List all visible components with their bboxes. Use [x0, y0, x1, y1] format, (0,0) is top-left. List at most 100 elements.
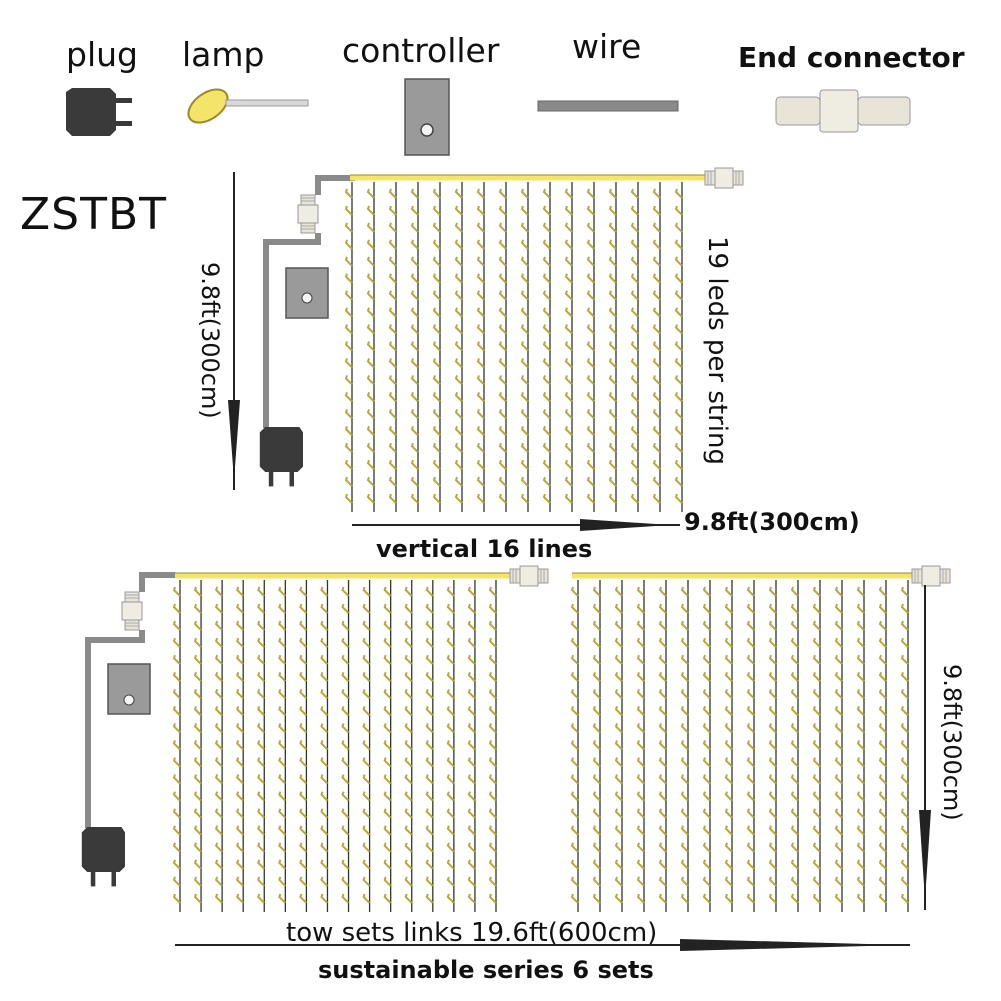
led-bulb [362, 842, 371, 853]
led-bulb [320, 723, 329, 734]
led-bulb [630, 307, 639, 318]
led-bulb [362, 620, 371, 631]
led-bulb [812, 808, 821, 819]
led-bulb [446, 876, 455, 887]
led-bulb [586, 375, 595, 386]
led-bulb [630, 256, 639, 267]
led-bulb [498, 324, 507, 335]
led-bulb [257, 706, 265, 717]
led-bulb [362, 706, 371, 717]
led-bulb [214, 893, 223, 904]
led-bulb [790, 671, 799, 682]
led-bulb [172, 757, 181, 768]
led-bulb [834, 654, 843, 665]
led-bulb [592, 859, 601, 870]
led-bulb [366, 290, 375, 301]
led-bulb [341, 808, 350, 819]
led-bulb [467, 723, 476, 734]
led-bulb [320, 791, 329, 802]
led-bulb [856, 637, 865, 648]
led-bulb [674, 358, 683, 369]
led-bulb [856, 620, 865, 631]
led-bulb [746, 706, 755, 717]
led-bulb [498, 307, 507, 318]
led-bulb [658, 671, 667, 682]
led-bulb [564, 222, 573, 233]
led-bulb [446, 723, 455, 734]
led-bulb [768, 808, 777, 819]
led-bulb [432, 205, 441, 216]
led-bulb [790, 688, 799, 700]
led-bulb [658, 757, 667, 768]
led-bulb [299, 586, 308, 597]
led-bulb [299, 757, 308, 768]
led-bulb [388, 375, 397, 386]
led-bulb [856, 603, 865, 614]
led-bulb [790, 637, 799, 648]
led-bulb [812, 654, 821, 665]
led-bulb [425, 723, 434, 734]
led-bulb [488, 688, 497, 700]
led-bulb [674, 256, 683, 267]
led-bulb [790, 808, 799, 819]
led-bulb [498, 188, 507, 199]
led-bulb [542, 239, 551, 250]
led-bulb [362, 586, 371, 597]
led-bulb [446, 893, 455, 904]
led-bulb [724, 723, 733, 734]
led-bulb [410, 256, 419, 267]
led-bulb [476, 273, 485, 284]
single-set-feed [259, 175, 355, 487]
led-bulb [383, 688, 392, 700]
led-bulb [900, 688, 909, 700]
led-bulb [746, 603, 755, 614]
led-bulb [467, 637, 476, 648]
led-bulb [432, 341, 441, 352]
led-bulb [383, 637, 392, 648]
led-bulb [446, 671, 455, 682]
led-bulb [564, 341, 573, 352]
led-bulb [388, 493, 397, 504]
led-bulb [630, 290, 639, 301]
led-bulb [878, 893, 887, 904]
led-bulb [425, 876, 434, 887]
led-bulb [172, 620, 181, 631]
led-bulb [564, 324, 573, 335]
led-bulb [320, 808, 329, 819]
led-bulb [404, 893, 413, 904]
led-bulb [257, 859, 265, 870]
led-bulb [214, 706, 223, 717]
led-bulb [812, 774, 821, 785]
led-bulb [746, 774, 755, 785]
led-bulb [236, 723, 244, 734]
led-bulb [410, 392, 419, 403]
led-bulb [476, 459, 485, 470]
led-bulb [278, 774, 287, 785]
led-bulb [383, 859, 392, 870]
led-bulb [636, 688, 645, 700]
led-bulb [446, 586, 455, 597]
led-bulb [446, 654, 455, 665]
led-bulb [467, 706, 476, 717]
led-bulb [834, 723, 843, 734]
led-bulb [592, 876, 601, 887]
led-bulb [834, 688, 843, 700]
led-bulb [498, 493, 507, 504]
led-bulb [520, 375, 529, 386]
led-bulb [790, 757, 799, 768]
led-bulb [410, 290, 419, 301]
led-bulb [746, 620, 755, 631]
led-bulb [172, 842, 181, 853]
led-bulb [680, 774, 689, 785]
led-bulb [680, 688, 689, 700]
led-bulb [768, 859, 777, 870]
led-bulb [746, 740, 755, 751]
led-bulb [674, 408, 683, 420]
led-bulb [476, 392, 485, 403]
led-bulb [636, 791, 645, 802]
led-bulb [432, 358, 441, 369]
led-bulb [446, 859, 455, 870]
led-bulb [856, 859, 865, 870]
led-bulb [278, 706, 287, 717]
led-bulb [636, 603, 645, 614]
